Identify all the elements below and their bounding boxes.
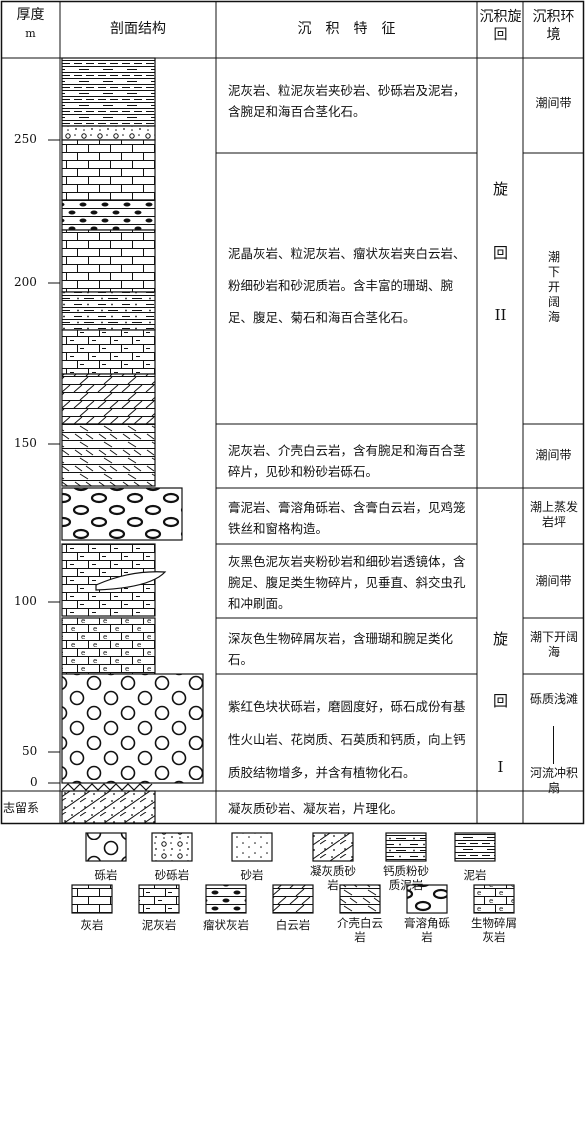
- description-1: 泥灰岩、粒泥灰岩夹砂岩、砂砾岩及泥岩，含腕足和海百合茎化石。: [228, 83, 466, 119]
- legend-label: 介壳白云岩: [337, 916, 383, 944]
- lithology-column: [61, 57, 204, 824]
- table-frame: [0, 0, 585, 825]
- environment-connector: [553, 726, 554, 764]
- legend-label: 砂岩: [240, 868, 264, 882]
- legend-label: 泥灰岩: [141, 918, 177, 932]
- legend-label: 砂砾岩: [154, 868, 190, 882]
- header-cycle: 沉积旋回: [479, 9, 522, 43]
- depth-tick: 0: [30, 775, 38, 789]
- description-7: 紫红色块状砾岩，磨圆度好，砾石成份有基性火山岩、花岗质、石英质和钙质，向上钙质胶…: [228, 699, 466, 780]
- cycle-lower-char: 旋: [492, 630, 508, 648]
- header-profile: 剖面结构: [110, 21, 166, 37]
- environment-6: 潮下开阔海: [530, 630, 579, 659]
- legend-swatches: [71, 832, 515, 914]
- environment-2: 潮下开阔海: [547, 250, 560, 324]
- environment-4: 潮上蒸发岩坪: [530, 500, 579, 529]
- depth-tick: 200: [14, 275, 37, 289]
- description-4: 膏泥岩、膏溶角砾岩、含膏白云岩，见鸡笼铁丝和窗格构造。: [228, 500, 466, 536]
- legend-label: 灰岩: [80, 918, 104, 932]
- environment-3: 潮间带: [535, 448, 572, 462]
- header-features: 沉 积 特 征: [297, 21, 396, 37]
- description-3: 泥灰岩、介壳白云岩，含有腕足和海百合茎碎片，见砂和粉砂岩砾石。: [228, 443, 466, 479]
- legend-label: 瘤状灰岩: [203, 918, 249, 932]
- description-8: 凝灰质砂岩、凝灰岩，片理化。: [228, 801, 404, 816]
- cycle-upper-char: 回: [492, 244, 508, 262]
- depth-tick: 100: [14, 594, 37, 608]
- description-5: 灰黑色泥灰岩夹粉砂岩和细砂岩透镜体，含腕足、腹足类生物碎片，见垂直、斜交虫孔和冲…: [228, 554, 466, 611]
- header-environment: 沉积环境: [532, 9, 575, 43]
- legend-label: 凝灰质砂岩: [310, 864, 356, 892]
- legend-label: 钙质粉砂质泥岩: [383, 864, 429, 892]
- cycle-upper-char: 旋: [492, 180, 508, 198]
- environment-7: 砾质浅滩: [530, 692, 579, 706]
- legend-label: 白云岩: [275, 918, 311, 932]
- cycle-upper-numeral: II: [494, 306, 507, 324]
- environment-1: 潮间带: [535, 96, 572, 110]
- legend-label: 泥岩: [463, 868, 487, 882]
- cycle-lower-numeral: I: [497, 758, 504, 776]
- description-6: 深灰色生物碎屑灰岩，含珊瑚和腕足类化石。: [228, 631, 454, 667]
- depth-tick: 50: [22, 744, 38, 758]
- depth-tick: 250: [14, 132, 37, 146]
- legend-label: 膏溶角砾岩: [404, 916, 450, 944]
- legend-label: 砾岩: [94, 868, 118, 882]
- base-label: 志留系: [3, 801, 40, 815]
- environment-5: 潮间带: [535, 574, 572, 588]
- legend-label: 生物碎屑灰岩: [471, 916, 517, 944]
- description-2: 泥晶灰岩、粒泥灰岩、瘤状灰岩夹白云岩、粉细砂岩和砂泥质岩。含丰富的珊瑚、腕足、腹…: [228, 246, 466, 325]
- cycle-lower-char: 回: [492, 692, 508, 710]
- environment-8: 河流冲积扇: [530, 766, 579, 795]
- depth-tick: 150: [14, 436, 37, 450]
